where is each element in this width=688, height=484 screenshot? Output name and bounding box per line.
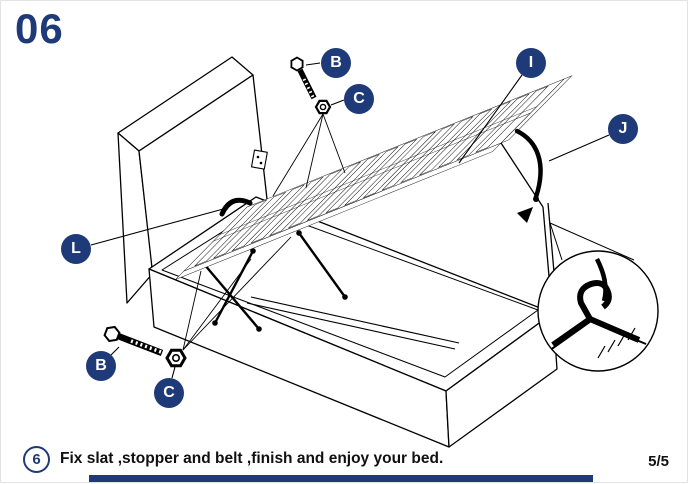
callout-leader-lines xyxy=(90,62,610,379)
magnifier-detail-circle xyxy=(537,222,659,372)
callout-c-top: C xyxy=(344,84,374,114)
headboard-bracket-icon xyxy=(250,149,268,170)
callout-j: J xyxy=(608,114,638,144)
stopper-icon xyxy=(517,207,533,223)
nut-icon-top xyxy=(314,99,332,115)
page-indicator: 5/5 xyxy=(648,453,669,470)
callout-i: I xyxy=(516,48,546,78)
bolt-icon-bottom xyxy=(103,325,164,357)
nut-icon-bottom xyxy=(165,348,187,368)
step-number: 06 xyxy=(15,5,64,52)
callout-l: L xyxy=(61,234,91,264)
callout-b-top: B xyxy=(321,48,351,78)
instruction-row: 6 Fix slat ,stopper and belt ,finish and… xyxy=(23,444,443,474)
instruction-text: Fix slat ,stopper and belt ,finish and e… xyxy=(60,450,444,467)
instruction-step-badge: 6 xyxy=(23,445,50,473)
bolt-icon-top xyxy=(290,56,317,100)
callout-b-bottom: B xyxy=(86,351,116,381)
leader-lines xyxy=(182,113,346,351)
headboard xyxy=(117,56,268,304)
handle-icon xyxy=(219,197,253,217)
slat-platform xyxy=(174,75,573,280)
callout-c-bottom: C xyxy=(154,378,184,408)
footer-bar xyxy=(89,475,593,482)
belt-icon xyxy=(514,128,543,202)
